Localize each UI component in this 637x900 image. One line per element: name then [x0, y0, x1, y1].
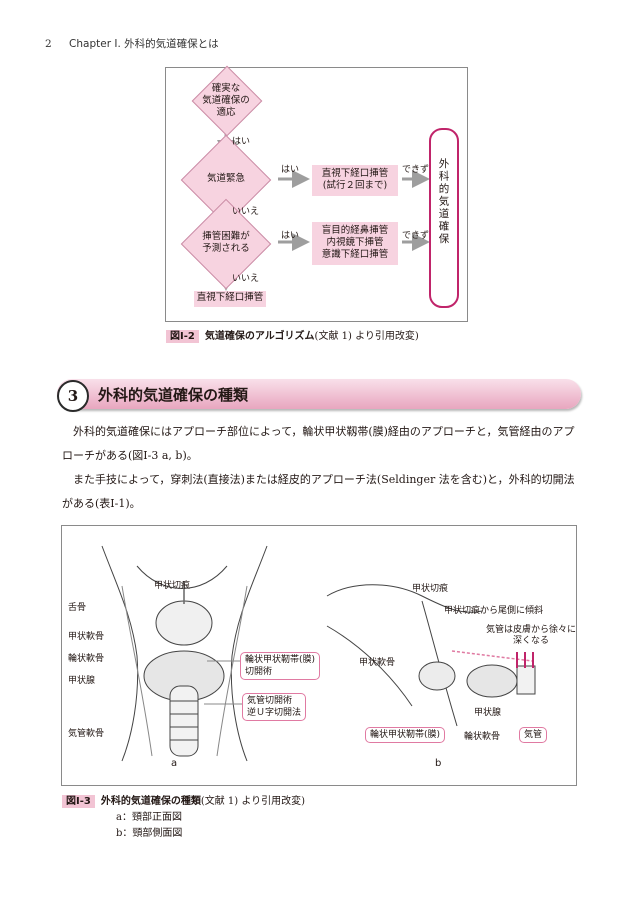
- label-a-thyroid-cartilage: 甲状軟骨: [68, 632, 105, 642]
- decision-3-text: 挿管困難が 予測される: [202, 231, 250, 254]
- label-b-depth: 気管は皮膚から徐々に 深くなる: [486, 625, 577, 646]
- page-header: 2 Chapter Ⅰ. 外科的気道確保とは: [45, 36, 219, 51]
- label-a-tracheal-cartilage: 気管軟骨: [68, 729, 105, 739]
- action-box-2: 盲目的経鼻挿管 内視鏡下挿管 意識下経口挿管: [312, 222, 398, 265]
- final-right-text: 外科的気道確保: [437, 158, 450, 246]
- section-heading-bar: [57, 379, 581, 409]
- neck-front-illustration: [101, 545, 268, 762]
- chapter-title: Chapter Ⅰ. 外科的気道確保とは: [69, 38, 219, 50]
- figure2-label: 図Ⅰ-3: [62, 795, 95, 808]
- figure2-caption: 図Ⅰ-3 外科的気道確保の種類(文献 1) より引用改変): [62, 792, 306, 808]
- label-a-hyoid: 舌骨: [68, 603, 87, 613]
- paragraph-2: また手技によって，穿刺法(直接法)または経皮的アプローチ法(Seldinger …: [62, 473, 575, 510]
- figure2-sub-a: a：頸部正面図: [116, 812, 182, 823]
- figure2-sub-b: b：頸部側面図: [116, 828, 183, 839]
- panel-b-label: b: [435, 758, 442, 769]
- section-number: 3: [57, 380, 89, 412]
- label-dekizu-1: できず: [402, 165, 430, 175]
- label-b-membrane-box: 輪状甲状靭帯(膜): [365, 727, 446, 743]
- final-box-left: 直視下経口挿管: [194, 291, 266, 307]
- label-dekizu-2: できず: [402, 231, 430, 241]
- decision-2-text: 気道緊急: [206, 173, 245, 184]
- figure1-label: 図Ⅰ-2: [166, 330, 199, 343]
- label-a-thyroid-gland: 甲状腺: [68, 676, 96, 686]
- label-b-thyroid-cartilage: 甲状軟骨: [359, 658, 396, 668]
- label-a-cricoid: 輪状軟骨: [68, 654, 105, 664]
- label-a-tracheotomy-box: 気管切開術 逆Ｕ字切開法: [242, 693, 307, 721]
- label-hai-1: はい: [232, 137, 251, 147]
- label-b-cricoid: 輪状軟骨: [464, 732, 501, 742]
- neck-side-illustration: [326, 584, 536, 727]
- section-title: 外科的気道確保の種類: [98, 386, 249, 404]
- figure2-title: 外科的気道確保の種類: [100, 796, 201, 807]
- figure1-title: 気道確保のアルゴリズム: [204, 331, 315, 342]
- action-box-1: 直視下経口挿管 (試行２回まで): [312, 165, 398, 196]
- label-b-thyroid-notch: 甲状切痕: [412, 584, 449, 594]
- label-a-thyroid-notch: 甲状切痕: [154, 581, 191, 591]
- label-hai-2: はい: [281, 165, 300, 175]
- decision-1-text: 確実な 気道確保の 適応: [202, 83, 250, 118]
- figure-airway-types: 甲状切痕 舌骨 甲状軟骨 輪状軟骨 甲状腺 気管軟骨 輪状甲状靭帯(膜) 切開術…: [61, 525, 577, 786]
- paragraph-1: 外科的気道確保にはアプローチ部位によって，輪状甲状靱帯(膜)経由のアプローチと，…: [62, 425, 575, 462]
- label-a-cricothyrotomy-box: 輪状甲状靭帯(膜) 切開術: [240, 652, 321, 680]
- figure2-source: (文献 1) より引用改変): [200, 796, 306, 807]
- anatomy-illustrations: [101, 545, 536, 762]
- label-b-tilt: 甲状切痕から尾側に傾斜: [444, 606, 544, 616]
- figure1-caption: 図Ⅰ-2 気道確保のアルゴリズム(文献 1) より引用改変): [166, 327, 419, 343]
- panel-a-label: a: [171, 758, 178, 769]
- figure1-source: (文献 1) より引用改変): [314, 331, 419, 342]
- label-iie-1: いいえ: [232, 207, 260, 217]
- label-b-trachea-box: 気管: [519, 727, 548, 743]
- page-number: 2: [45, 38, 52, 50]
- label-hai-3: はい: [281, 231, 300, 241]
- final-box-right: 外科的気道確保: [429, 128, 459, 308]
- figure-algorithm: 確実な 気道確保の 適応 気道緊急 挿管困難が 予測される はい いいえ いいえ…: [165, 65, 468, 322]
- label-b-thyroid-gland: 甲状腺: [474, 708, 502, 718]
- label-iie-2: いいえ: [232, 274, 260, 284]
